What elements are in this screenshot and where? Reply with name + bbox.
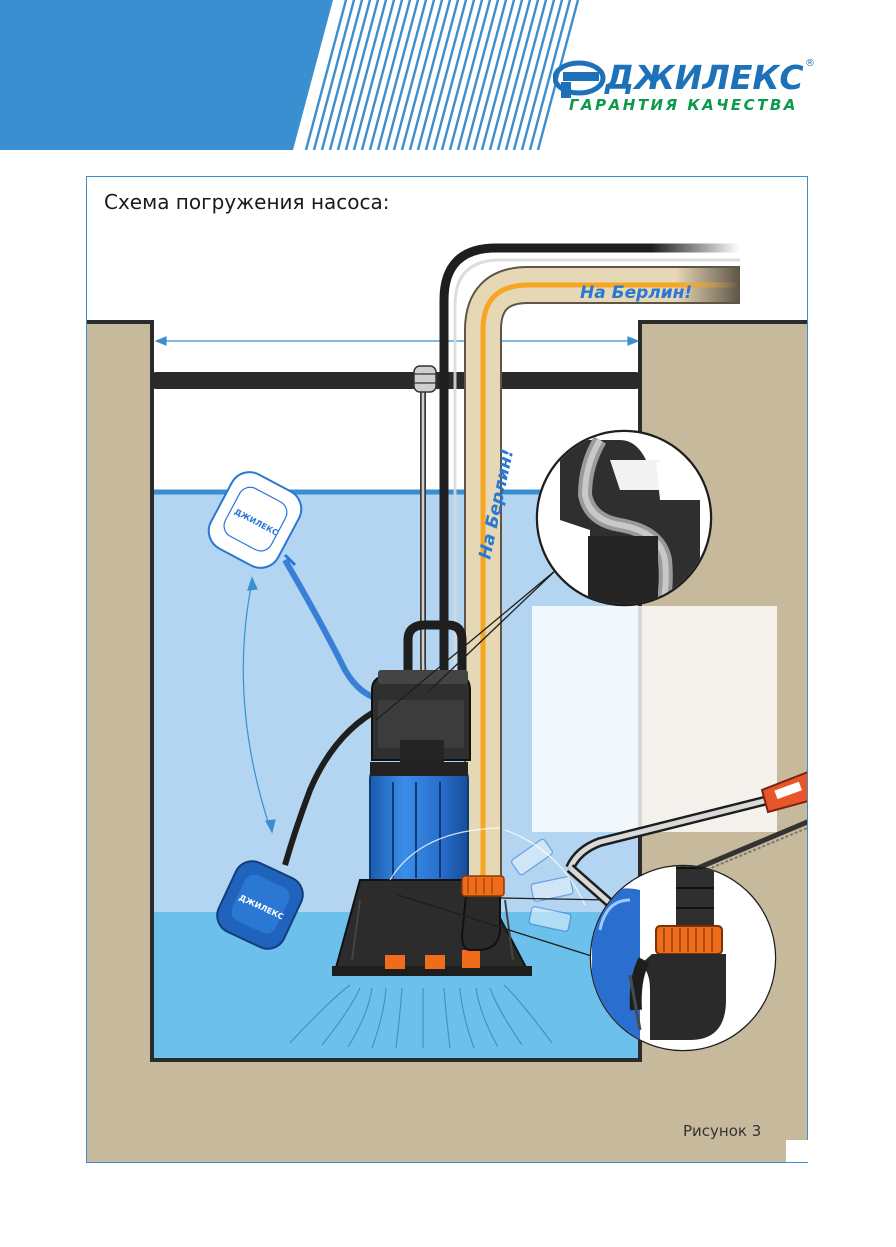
pit-width-arrow [156,337,638,345]
support-bar [152,372,640,389]
wall-detail-panel [532,606,777,832]
corner-notch [786,1140,808,1162]
hose-print-horizontal: На Берлин! [580,283,692,303]
figure-label: Рисунок 3 [683,1122,761,1140]
